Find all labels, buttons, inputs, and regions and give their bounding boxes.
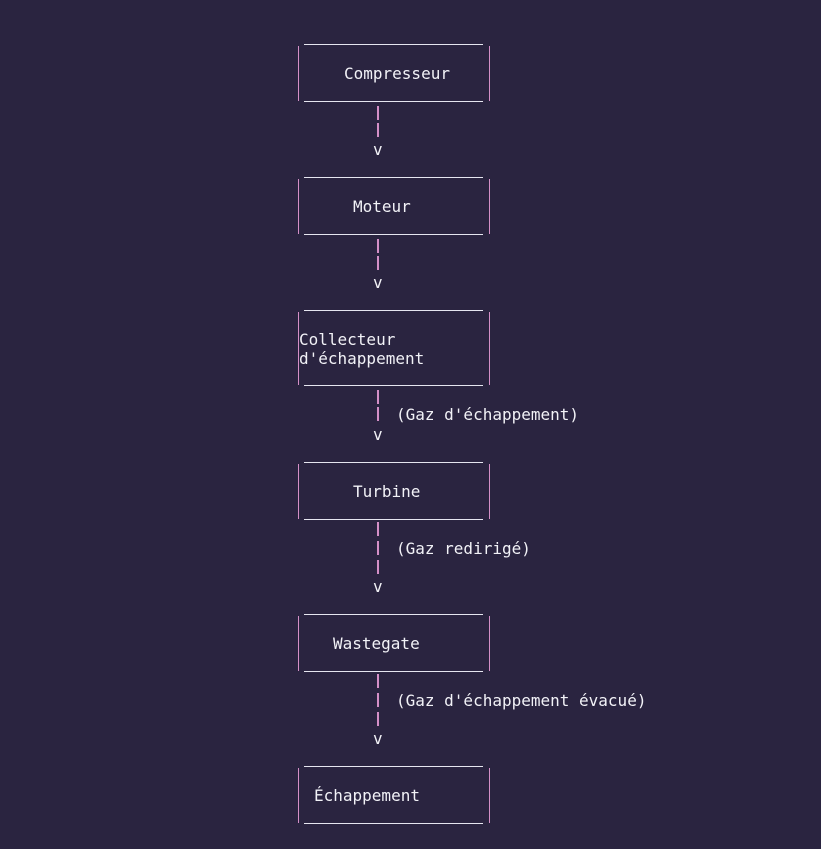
connector-1-arrowhead: v xyxy=(373,140,383,159)
moteur-box-bottom-edge xyxy=(304,234,483,235)
turbine-label: Turbine xyxy=(353,482,421,501)
wastegate-box-left-side xyxy=(298,616,299,671)
connector-5-note: (Gaz d'échappement évacué) xyxy=(396,691,647,710)
connector-5-arrowhead: v xyxy=(373,729,383,748)
moteur-box-left-side xyxy=(298,179,299,234)
connector-3-arrowhead: v xyxy=(373,425,383,444)
compresseur-box-left-side xyxy=(298,46,299,101)
connector-2-arrowhead: v xyxy=(373,273,383,292)
connector-4-line-2 xyxy=(377,541,379,555)
collecteur-box-right-side xyxy=(489,312,490,385)
connector-3-line-2 xyxy=(377,407,379,421)
connector-4-arrowhead: v xyxy=(373,577,383,596)
connector-5-line-1 xyxy=(377,674,379,688)
echappement-box-left-side xyxy=(298,768,299,823)
echappement-box-top-edge xyxy=(304,766,483,767)
moteur-label: Moteur xyxy=(353,197,411,216)
wastegate-box-bottom-edge xyxy=(304,671,483,672)
connector-5-line-3 xyxy=(377,712,379,726)
wastegate-box-right-side xyxy=(489,616,490,671)
turbine-box-bottom-edge xyxy=(304,519,483,520)
connector-1-line-1 xyxy=(377,106,379,120)
connector-3-line-1 xyxy=(377,390,379,404)
turbine-box-top-edge xyxy=(304,462,483,463)
compresseur-label: Compresseur xyxy=(344,64,450,83)
collecteur-box-top-edge xyxy=(304,310,483,311)
collecteur-box-left-side xyxy=(298,312,299,385)
compresseur-box-right-side xyxy=(489,46,490,101)
wastegate-box-top-edge xyxy=(304,614,483,615)
connector-2-line-1 xyxy=(377,239,379,253)
moteur-box-right-side xyxy=(489,179,490,234)
moteur-box-top-edge xyxy=(304,177,483,178)
echappement-label: Échappement xyxy=(314,786,420,805)
compresseur-box-bottom-edge xyxy=(304,101,483,102)
turbine-box-left-side xyxy=(298,464,299,519)
connector-3-note: (Gaz d'échappement) xyxy=(396,405,580,424)
connector-4-line-1 xyxy=(377,522,379,536)
turbine-box-right-side xyxy=(489,464,490,519)
connector-4-line-3 xyxy=(377,560,379,574)
connector-4-note: (Gaz redirigé) xyxy=(396,539,531,558)
connector-1-line-2 xyxy=(377,123,379,137)
connector-5-line-2 xyxy=(377,693,379,707)
collecteur-label: Collecteur d'échappement xyxy=(299,330,425,368)
compresseur-box-top-edge xyxy=(304,44,483,45)
echappement-box-bottom-edge xyxy=(304,823,483,824)
wastegate-label: Wastegate xyxy=(333,634,420,653)
connector-2-line-2 xyxy=(377,256,379,270)
collecteur-box-bottom-edge xyxy=(304,385,483,386)
echappement-box-right-side xyxy=(489,768,490,823)
